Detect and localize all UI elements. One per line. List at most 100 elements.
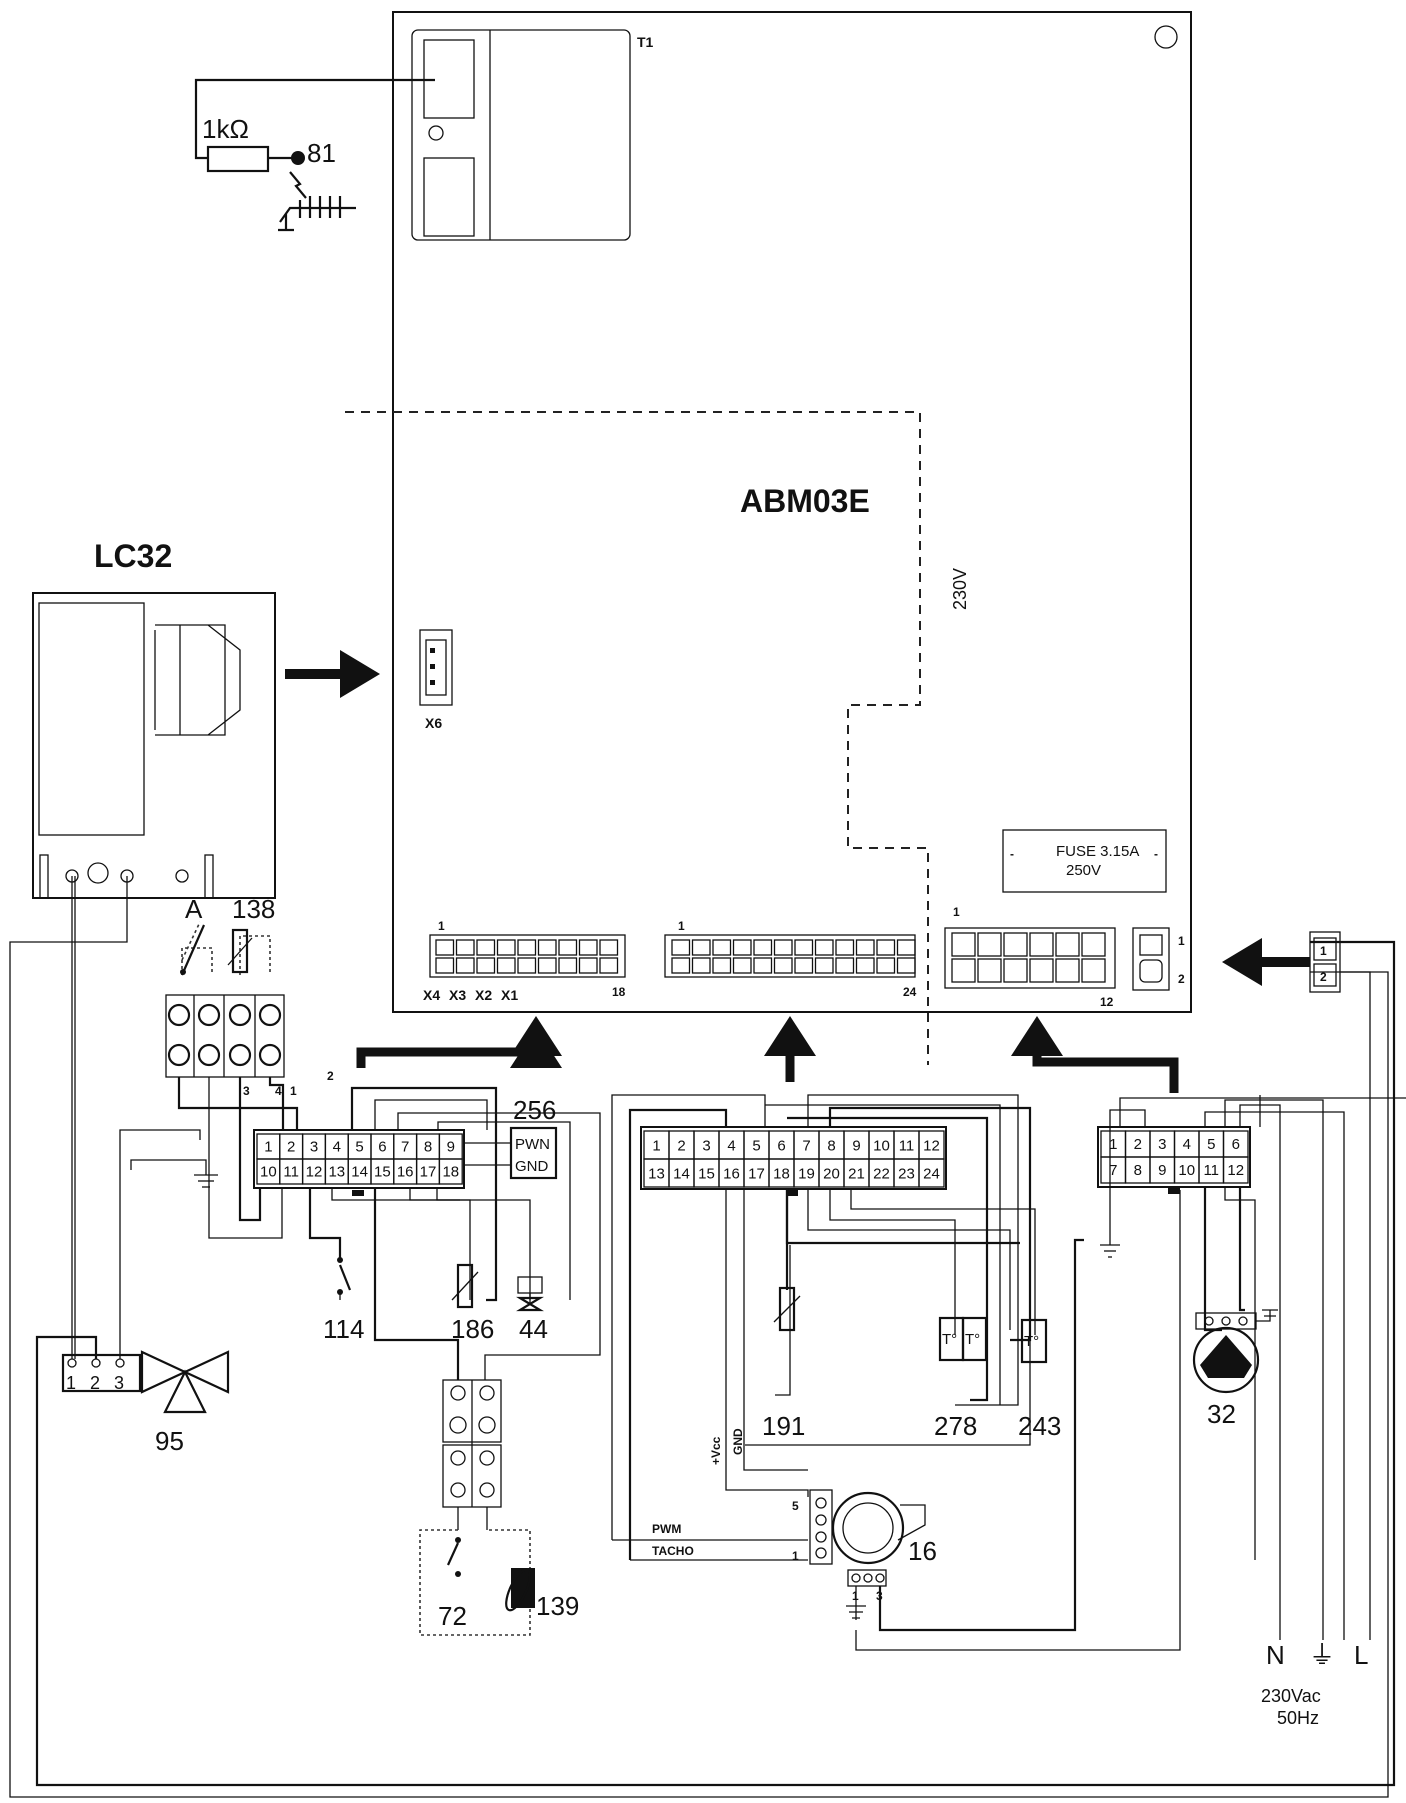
connector-label-x3: X3: [449, 987, 466, 1003]
sensor-278: T° T° 278: [934, 1316, 988, 1441]
terminal-pin-label: 7: [1109, 1162, 1117, 1179]
connector-left-first: 1: [438, 919, 445, 933]
connector-pin: [732, 939, 752, 956]
valve-pin-2: 2: [90, 1373, 100, 1393]
terminal-pin-label: 3: [702, 1138, 710, 1155]
terminal-pin-label: 15: [698, 1166, 715, 1183]
component-186-label: 186: [451, 1314, 494, 1344]
terminal-pin-label: 13: [648, 1166, 665, 1183]
valve-44: 44: [516, 1276, 548, 1344]
terminal-pin-label: 4: [1183, 1136, 1191, 1153]
terminal-pin-label: 12: [306, 1164, 323, 1181]
terminal-pin-label: 3: [310, 1139, 318, 1156]
mains-l: L: [1354, 1640, 1368, 1670]
connector-pin: [835, 957, 855, 974]
tacho-label: TACHO: [652, 1544, 694, 1558]
component-32-label: 32: [1207, 1399, 1236, 1429]
connector-pin: [773, 957, 793, 974]
connector-pin: [773, 939, 793, 956]
terminal-pin-label: 2: [287, 1139, 295, 1156]
t-sensor-243: T°: [1024, 1333, 1039, 1350]
connector-pin: [794, 957, 814, 974]
valve-pin-1: 1: [66, 1373, 76, 1393]
connector-pin: [712, 939, 732, 956]
terminal-pin-label: 14: [673, 1166, 690, 1183]
valve-95: 1 2 3 95: [9, 876, 1396, 1798]
mains-plug: 1 2: [1309, 931, 1394, 1640]
component-243-label: 243: [1018, 1411, 1061, 1441]
mains-n: N: [1266, 1640, 1285, 1670]
connector-right-first: 1: [953, 905, 960, 919]
module-lc32: LC32: [32, 538, 276, 899]
connector-pin: [671, 957, 691, 974]
board-abm03e: T1 ABM03E 230V X6 -- FUSE 3.15A 250V: [345, 11, 1192, 1065]
mains-earth: ⏚: [1309, 1640, 1335, 1670]
connector-pin: [1003, 932, 1028, 957]
terminal-pin-label: 2: [677, 1138, 685, 1155]
connector-pin: [951, 932, 976, 957]
mains-frequency: 50Hz: [1277, 1708, 1319, 1728]
arrow-left-harness: [356, 1016, 562, 1068]
connector-pin: [977, 932, 1002, 957]
terminal-pin-label: 20: [823, 1166, 840, 1183]
arrow-mains-to-board: [1222, 938, 1310, 986]
connector-pin: [876, 957, 896, 974]
connector-pin: [517, 939, 537, 956]
connector-pin: [435, 957, 455, 974]
connector-pin: [1055, 958, 1080, 983]
component-256: 256 PWN GND: [464, 1095, 558, 1180]
connector-right2-pin2: 2: [1178, 972, 1185, 986]
sensor-243: T° 243: [1018, 1318, 1061, 1441]
connector-label-x1: X1: [501, 987, 518, 1003]
terminal-pin-label: 9: [852, 1138, 860, 1155]
terminal-pin-label: 17: [748, 1166, 765, 1183]
connector-pin: [1055, 932, 1080, 957]
component-191-label: 191: [762, 1411, 805, 1441]
fuse-voltage: 250V: [1066, 862, 1101, 879]
terminal-pin-label: 9: [447, 1139, 455, 1156]
terminal-pin-label: 1: [1109, 1136, 1117, 1153]
connector-pin: [578, 939, 598, 956]
connector-pin: [1003, 958, 1028, 983]
connector-left-last: 18: [612, 985, 626, 999]
terminal-pin-label: 15: [374, 1164, 391, 1181]
connector-x6-label: X6: [425, 715, 442, 731]
component-95-label: 95: [155, 1426, 184, 1456]
pwn-label: PWN: [515, 1136, 550, 1153]
terminal-pin-label: 4: [333, 1139, 341, 1156]
block-pin-4: 4: [275, 1084, 282, 1098]
connector-pin: [517, 957, 537, 974]
block-pin-2: 2: [327, 1069, 334, 1083]
connector-pin: [855, 957, 875, 974]
svg-text:-: -: [1154, 847, 1158, 861]
connector-middle-last: 24: [903, 985, 917, 999]
fan-gnd-label: GND: [731, 1428, 745, 1455]
block-pin-3: 3: [243, 1084, 250, 1098]
connector-pin: [1029, 958, 1054, 983]
terminal-pin-label: 1: [264, 1139, 272, 1156]
component-72-label: 72: [438, 1601, 467, 1631]
terminal-cell: [438, 1158, 463, 1185]
terminal-pin-label: 4: [727, 1138, 735, 1155]
terminal-pin-label: 5: [355, 1139, 363, 1156]
connector-pin: [712, 957, 732, 974]
connector-pin: [691, 957, 711, 974]
wires-left: [130, 1077, 601, 1380]
component-114-label: 114: [323, 1314, 364, 1344]
terminal-pin-label: 18: [773, 1166, 790, 1183]
electrode-label: 81: [307, 138, 336, 168]
terminal-pin-label: 6: [1232, 1136, 1240, 1153]
terminal-pin-label: 8: [424, 1139, 432, 1156]
electrode-81: 1kΩ 81: [194, 78, 435, 232]
terminal-pin-label: 11: [283, 1164, 299, 1181]
terminal-pin-label: 2: [1134, 1136, 1142, 1153]
connector-pin: [496, 957, 516, 974]
connector-pin: [855, 939, 875, 956]
connector-pin: [558, 957, 578, 974]
connector-pin: [435, 939, 455, 956]
terminal-cell: [918, 1158, 945, 1188]
connector-pin: [794, 939, 814, 956]
connector-pin: [835, 939, 855, 956]
